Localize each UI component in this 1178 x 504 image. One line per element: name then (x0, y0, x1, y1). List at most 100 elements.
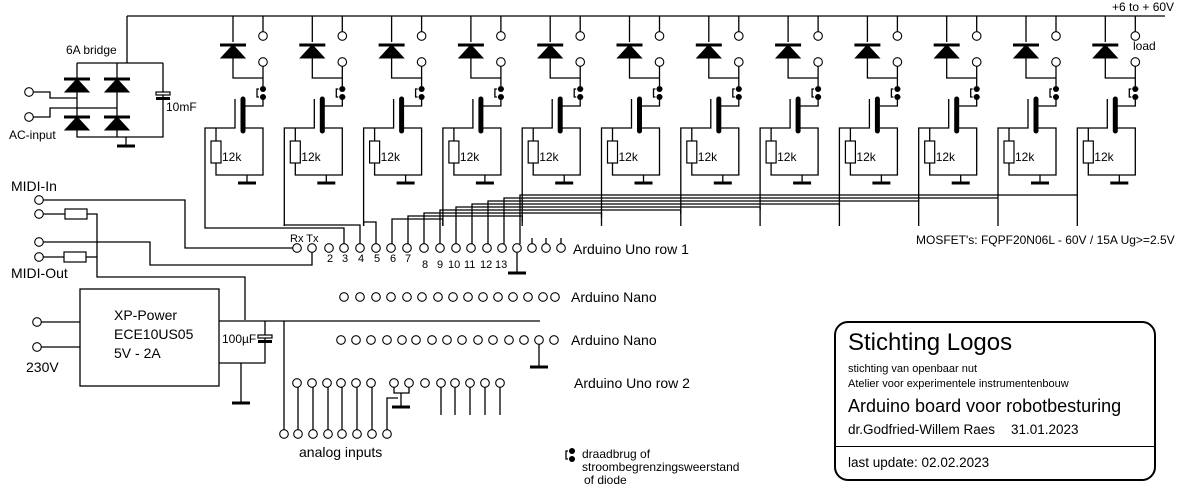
nano-top-pin (402, 292, 412, 302)
resistor-icon (686, 140, 698, 164)
diode-icon (616, 44, 643, 59)
creation-date: 31.01.2023 (1011, 422, 1079, 437)
wire (956, 97, 978, 107)
arduino-nano-bottom-label: Arduino Nano (571, 332, 657, 348)
last-update: last update: 02.02.2023 (848, 455, 990, 470)
gate-wire (997, 99, 1029, 226)
title-block-divider (836, 446, 1154, 447)
gate-signal-wire (519, 194, 1078, 244)
gate-resistor-label: 12k (777, 150, 797, 164)
diode-icon (1012, 44, 1040, 59)
wire (691, 127, 740, 176)
ac-input-pin (24, 87, 34, 97)
wire (560, 97, 581, 107)
resistor-icon (527, 140, 539, 164)
resistor-icon (1003, 140, 1015, 164)
mains-input-pin (32, 317, 42, 327)
legend-line-1: draadbrug of (582, 447, 651, 461)
gate-signal-wire (407, 215, 523, 244)
uno-row2-pin (450, 378, 460, 388)
link-bracket (494, 88, 497, 98)
uno-row1-pin (324, 243, 334, 253)
midi-out-pin (34, 237, 44, 247)
psu-model-brand: XP-Power (114, 307, 177, 323)
wire (1036, 97, 1057, 107)
mosfet-channel: 12k (997, 16, 1061, 226)
pin-number-label: 6 (390, 253, 396, 265)
load-terminal-pin (496, 31, 506, 41)
wire (866, 58, 898, 79)
load-terminal-pin (813, 57, 823, 67)
nano-top-pin (433, 292, 443, 302)
bridge-label: 6A bridge (66, 43, 117, 57)
nano-bottom-pin (351, 335, 361, 345)
link-bracket (1128, 88, 1132, 98)
wire (946, 58, 977, 79)
arduino-nano-top-label: Arduino Nano (571, 289, 657, 305)
nano-top-pin (339, 292, 349, 302)
wire (798, 97, 819, 107)
gate-wire (204, 99, 236, 226)
link-bracket (256, 88, 259, 98)
nano-top-pin (538, 292, 548, 302)
load-terminal-pin (1051, 31, 1061, 41)
uno-row2-pin (307, 378, 317, 388)
nano-top-pin (493, 292, 503, 302)
wire (708, 58, 739, 79)
gate-resistor-label: 12k (381, 150, 401, 164)
nano-bottom-pin (382, 335, 392, 345)
load-terminal-pin (1051, 57, 1061, 67)
wire (787, 58, 819, 79)
gate-signal-wire (391, 218, 444, 244)
rx-tx-label: Rx Tx (290, 233, 319, 245)
wire (401, 97, 423, 107)
mosfet-channel: 12k (918, 16, 982, 226)
capacitor-plate (155, 91, 171, 96)
psu-capacitor-label: 100µF (222, 332, 256, 346)
gate-resistor-label: 12k (856, 150, 876, 164)
wire (1008, 127, 1057, 176)
wire (877, 97, 899, 107)
diode-icon (695, 44, 722, 59)
load-terminal-pin (337, 31, 348, 41)
rail-voltage-label: +6 to + 60V (1112, 0, 1174, 14)
wire (243, 97, 264, 107)
diode-icon (933, 44, 960, 59)
uno-row1-pin (466, 243, 476, 253)
wire (1104, 58, 1136, 79)
load-terminal-pin (337, 57, 348, 67)
uno-row2-pin (351, 378, 361, 388)
nano-bottom-pin (366, 335, 376, 345)
diode-icon (378, 44, 405, 59)
analog-input-pin (352, 429, 362, 439)
wire (549, 58, 581, 79)
wire (480, 97, 502, 107)
uno-row2-pin (404, 378, 414, 388)
nano-bottom-pin (397, 335, 407, 345)
uno-row1-pin (482, 243, 492, 253)
wire (232, 58, 263, 79)
load-terminal-pin (416, 57, 427, 67)
nano-top-pin (417, 292, 427, 302)
uno-row2-pin (465, 378, 475, 388)
gate-signal-wire (362, 221, 377, 244)
analog-input-pin (308, 429, 318, 439)
load-label: load (1133, 39, 1156, 53)
nano-bottom-pin (473, 335, 483, 345)
load-terminal-pin (575, 31, 586, 41)
analog-input-pin (323, 429, 333, 439)
resistor-icon (844, 140, 857, 164)
wire (470, 58, 501, 79)
nano-top-pin (371, 292, 381, 302)
nano-top-pin (478, 292, 488, 302)
organization-name: Stichting Logos (848, 329, 1013, 356)
uno-row1-pin (451, 243, 461, 253)
nano-bottom-pin (442, 335, 452, 345)
gate-resistor-label: 12k (301, 150, 321, 164)
uno-row1-pin (497, 243, 507, 253)
nano-bottom-pin (427, 335, 437, 345)
analog-input-pin (279, 429, 289, 439)
load-terminal-pin (892, 31, 903, 41)
pin-number-label: 12 (480, 259, 492, 271)
